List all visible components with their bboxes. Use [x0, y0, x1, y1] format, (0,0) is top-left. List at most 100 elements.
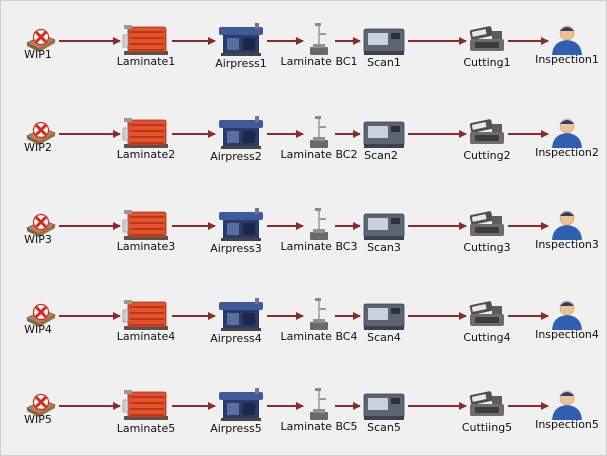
laminate-node[interactable]: Laminate1	[117, 25, 175, 68]
node-label: Scan4	[367, 331, 401, 344]
laminate-machine-icon	[122, 300, 168, 330]
laminate-machine-icon	[122, 25, 168, 55]
laminatebc-node[interactable]: Laminate BC2	[281, 116, 358, 161]
laminatebc-node[interactable]: Laminate BC1	[281, 23, 358, 68]
node-label: Scan5	[367, 421, 401, 434]
node-label: Laminate BC5	[281, 420, 358, 433]
wip-node[interactable]: WIP1	[24, 28, 56, 62]
scan-machine-icon	[363, 28, 405, 55]
laminate-node[interactable]: Laminate4	[117, 300, 175, 343]
airpress-icon	[219, 23, 263, 56]
wip-icon	[26, 213, 56, 237]
airpress-node[interactable]: Airpress3	[210, 208, 263, 255]
node-label: Laminate BC2	[281, 148, 358, 161]
node-label: Inspection1	[535, 53, 599, 66]
wip-icon	[26, 121, 56, 145]
node-label: Laminate BC1	[281, 55, 358, 68]
node-label: Cutting2	[463, 149, 510, 162]
wip-node[interactable]: WIP5	[24, 393, 56, 427]
laminate-bc-icon	[310, 23, 328, 55]
node-label: Laminate3	[117, 240, 175, 253]
cutting-machine-icon	[469, 119, 504, 144]
cutting-node[interactable]: Cutting3	[463, 211, 511, 254]
node-label: WIP3	[24, 233, 52, 246]
inspection-worker-icon	[552, 25, 582, 55]
inspection-node[interactable]: Inspection4	[535, 300, 599, 341]
cutting-machine-icon	[469, 391, 504, 416]
inspection-node[interactable]: Inspection2	[535, 118, 599, 159]
node-label: WIP2	[24, 141, 52, 154]
cutting-machine-icon	[469, 211, 504, 236]
laminate-node[interactable]: Laminate3	[117, 210, 175, 253]
scan-node[interactable]: Scan2	[363, 121, 405, 162]
cutting-node[interactable]: Cutting4	[463, 301, 511, 344]
laminate-node[interactable]: Laminate5	[117, 390, 175, 435]
wip-icon	[26, 28, 56, 52]
node-label: Inspection2	[535, 146, 599, 159]
inspection-worker-icon	[552, 118, 582, 148]
node-label: Scan1	[367, 56, 401, 69]
airpress-node[interactable]: Airpress5	[210, 388, 263, 435]
airpress-icon	[219, 116, 263, 149]
node-label: Laminate1	[117, 55, 175, 68]
scan-node[interactable]: Scan1	[363, 28, 405, 69]
laminatebc-node[interactable]: Laminate BC5	[281, 388, 358, 433]
scan-machine-icon	[363, 121, 405, 148]
scan-node[interactable]: Scan5	[363, 393, 405, 434]
airpress-node[interactable]: Airpress1	[215, 23, 267, 70]
wip-node[interactable]: WIP2	[24, 121, 56, 155]
cutting-machine-icon	[469, 301, 504, 326]
inspection-worker-icon	[552, 210, 582, 240]
node-label: Cutting1	[463, 56, 510, 69]
scan-machine-icon	[363, 393, 405, 420]
node-label: Cutting3	[463, 241, 510, 254]
cutting-node[interactable]: Cuttiing5	[462, 391, 512, 434]
cutting-node[interactable]: Cutting1	[463, 26, 511, 69]
laminatebc-node[interactable]: Laminate BC3	[281, 208, 358, 253]
scan-node[interactable]: Scan3	[363, 213, 405, 254]
cutting-node[interactable]: Cutting2	[463, 119, 511, 162]
node-label: Laminate2	[117, 148, 175, 161]
wip-node[interactable]: WIP4	[24, 303, 56, 337]
scan-machine-icon	[363, 213, 405, 240]
airpress-icon	[219, 208, 263, 241]
node-label: Laminate BC4	[281, 330, 358, 343]
airpress-icon	[219, 298, 263, 331]
node-label: Inspection3	[535, 238, 599, 251]
inspection-node[interactable]: Inspection1	[535, 25, 599, 66]
node-label: WIP4	[24, 323, 52, 336]
inspection-worker-icon	[552, 300, 582, 330]
laminate-bc-icon	[310, 298, 328, 330]
airpress-node[interactable]: Airpress2	[210, 116, 263, 163]
scan-node[interactable]: Scan4	[363, 303, 405, 344]
inspection-node[interactable]: Inspection5	[535, 390, 599, 431]
node-label: Inspection5	[535, 418, 599, 431]
scan-machine-icon	[363, 303, 405, 330]
node-label: Scan3	[367, 241, 401, 254]
laminatebc-node[interactable]: Laminate BC4	[281, 298, 358, 343]
laminate-machine-icon	[122, 390, 168, 420]
wip-node[interactable]: WIP3	[24, 213, 56, 247]
wip-icon	[26, 303, 56, 327]
laminate-node[interactable]: Laminate2	[117, 118, 175, 161]
node-label: WIP1	[24, 48, 52, 61]
node-label: WIP5	[24, 413, 52, 426]
cutting-machine-icon	[469, 26, 504, 51]
inspection-node[interactable]: Inspection3	[535, 210, 599, 251]
airpress-node[interactable]: Airpress4	[210, 298, 263, 345]
node-label: Airpress1	[215, 57, 267, 70]
laminate-machine-icon	[122, 210, 168, 240]
node-label: Laminate BC3	[281, 240, 358, 253]
node-label: Airpress4	[210, 332, 262, 345]
node-label: Inspection4	[535, 328, 599, 341]
node-label: Airpress3	[210, 242, 262, 255]
laminate-machine-icon	[122, 118, 168, 148]
node-label: Airpress5	[210, 422, 262, 435]
